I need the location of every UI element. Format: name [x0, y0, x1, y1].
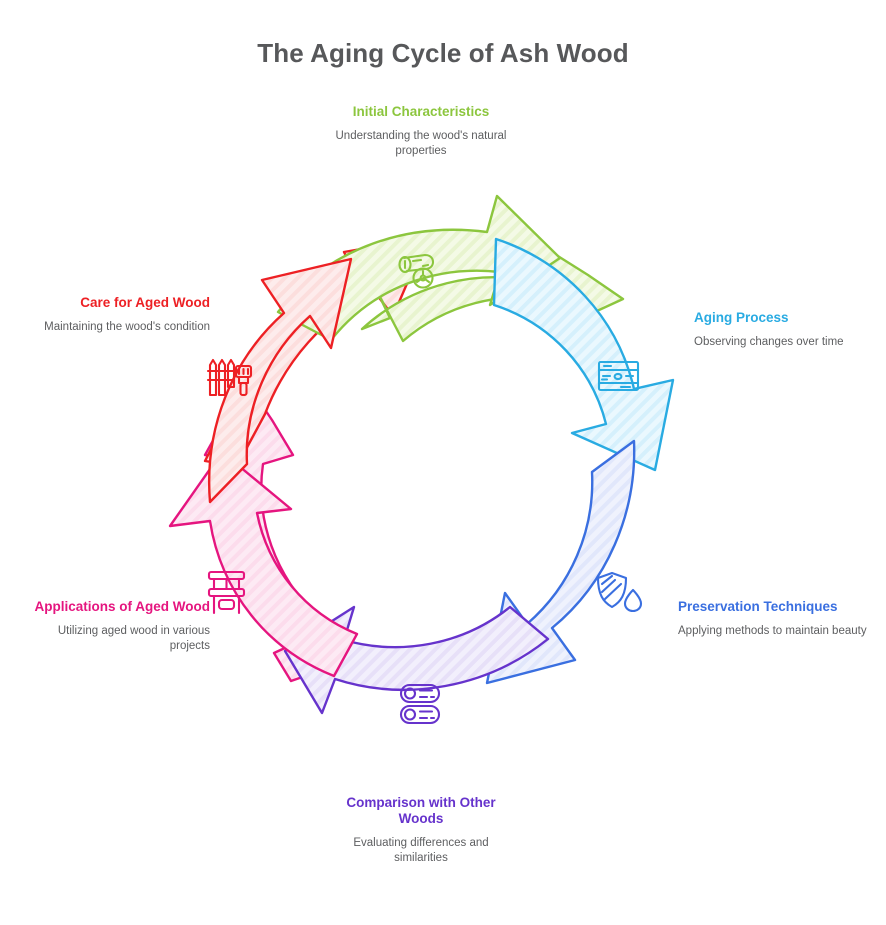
stacked-logs-icon — [399, 683, 441, 725]
step-label-applications-of-aged-wood[interactable]: Applications of Aged Wood Utilizing aged… — [20, 599, 211, 653]
step-description: Evaluating differences and similarities — [353, 837, 489, 864]
step-description: Observing changes over time — [694, 336, 844, 348]
step-label-comparison-with-other-woods[interactable]: Comparison with Other Woods Evaluating d… — [326, 795, 516, 865]
cycle-arrow-initial-characteristics-band — [276, 194, 562, 342]
step-description: Utilizing aged wood in various projects — [57, 625, 210, 652]
step-title: Preservation Techniques — [678, 599, 838, 614]
cycle-arrow-comparison-with-other-woods[interactable] — [283, 605, 550, 715]
page-title: The Aging Cycle of Ash Wood — [257, 38, 629, 68]
step-title: Aging Process — [694, 310, 789, 325]
fence-brush-icon — [206, 358, 253, 397]
step-label-preservation-techniques[interactable]: Preservation Techniques Applying methods… — [678, 599, 868, 639]
step-description: Applying methods to maintain beauty — [678, 625, 867, 637]
step-description: Understanding the wood's natural propert… — [335, 130, 507, 157]
step-label-initial-characteristics[interactable]: Initial Characteristics Understanding th… — [326, 104, 516, 158]
cycle-arrow-aging-process[interactable] — [492, 237, 675, 472]
log-rings-icon — [398, 253, 435, 289]
furniture-table-icon — [207, 570, 246, 615]
wood-plank-icon — [597, 360, 640, 392]
step-title: Initial Characteristics — [352, 104, 490, 119]
step-title: Comparison with Other Woods — [346, 795, 496, 826]
step-description: Maintaining the wood's condition — [44, 321, 210, 333]
step-title: Care for Aged Wood — [80, 295, 210, 310]
step-title: Applications of Aged Wood — [34, 599, 211, 614]
step-label-care-for-aged-wood[interactable]: Care for Aged Wood Maintaining the wood'… — [20, 295, 210, 335]
cycle-arrow-care-band — [208, 257, 353, 504]
step-label-aging-process[interactable]: Aging Process Observing changes over tim… — [694, 310, 884, 350]
shield-droplet-icon — [596, 571, 643, 613]
